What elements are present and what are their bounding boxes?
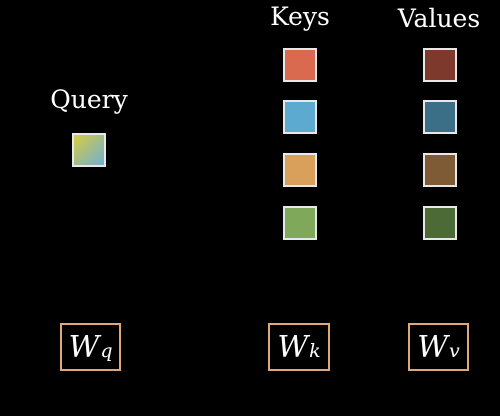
weight-key-base: W bbox=[277, 329, 309, 365]
weight-value-subscript: v bbox=[449, 340, 460, 362]
key-square-4 bbox=[283, 206, 317, 240]
key-square-3 bbox=[283, 153, 317, 187]
weight-key-subscript: k bbox=[309, 340, 321, 362]
values-label: Values bbox=[397, 4, 481, 33]
value-square-4 bbox=[423, 206, 457, 240]
weight-query-subscript: q bbox=[100, 340, 113, 362]
value-square-2 bbox=[423, 100, 457, 134]
key-square-1 bbox=[283, 48, 317, 82]
query-label: Query bbox=[50, 85, 128, 114]
value-square-1 bbox=[423, 48, 457, 82]
keys-label: Keys bbox=[270, 2, 330, 31]
weight-query-base: W bbox=[68, 329, 100, 365]
key-square-2 bbox=[283, 100, 317, 134]
query-vector-square bbox=[72, 133, 106, 167]
value-square-3 bbox=[423, 153, 457, 187]
weight-value-base: W bbox=[417, 329, 449, 365]
